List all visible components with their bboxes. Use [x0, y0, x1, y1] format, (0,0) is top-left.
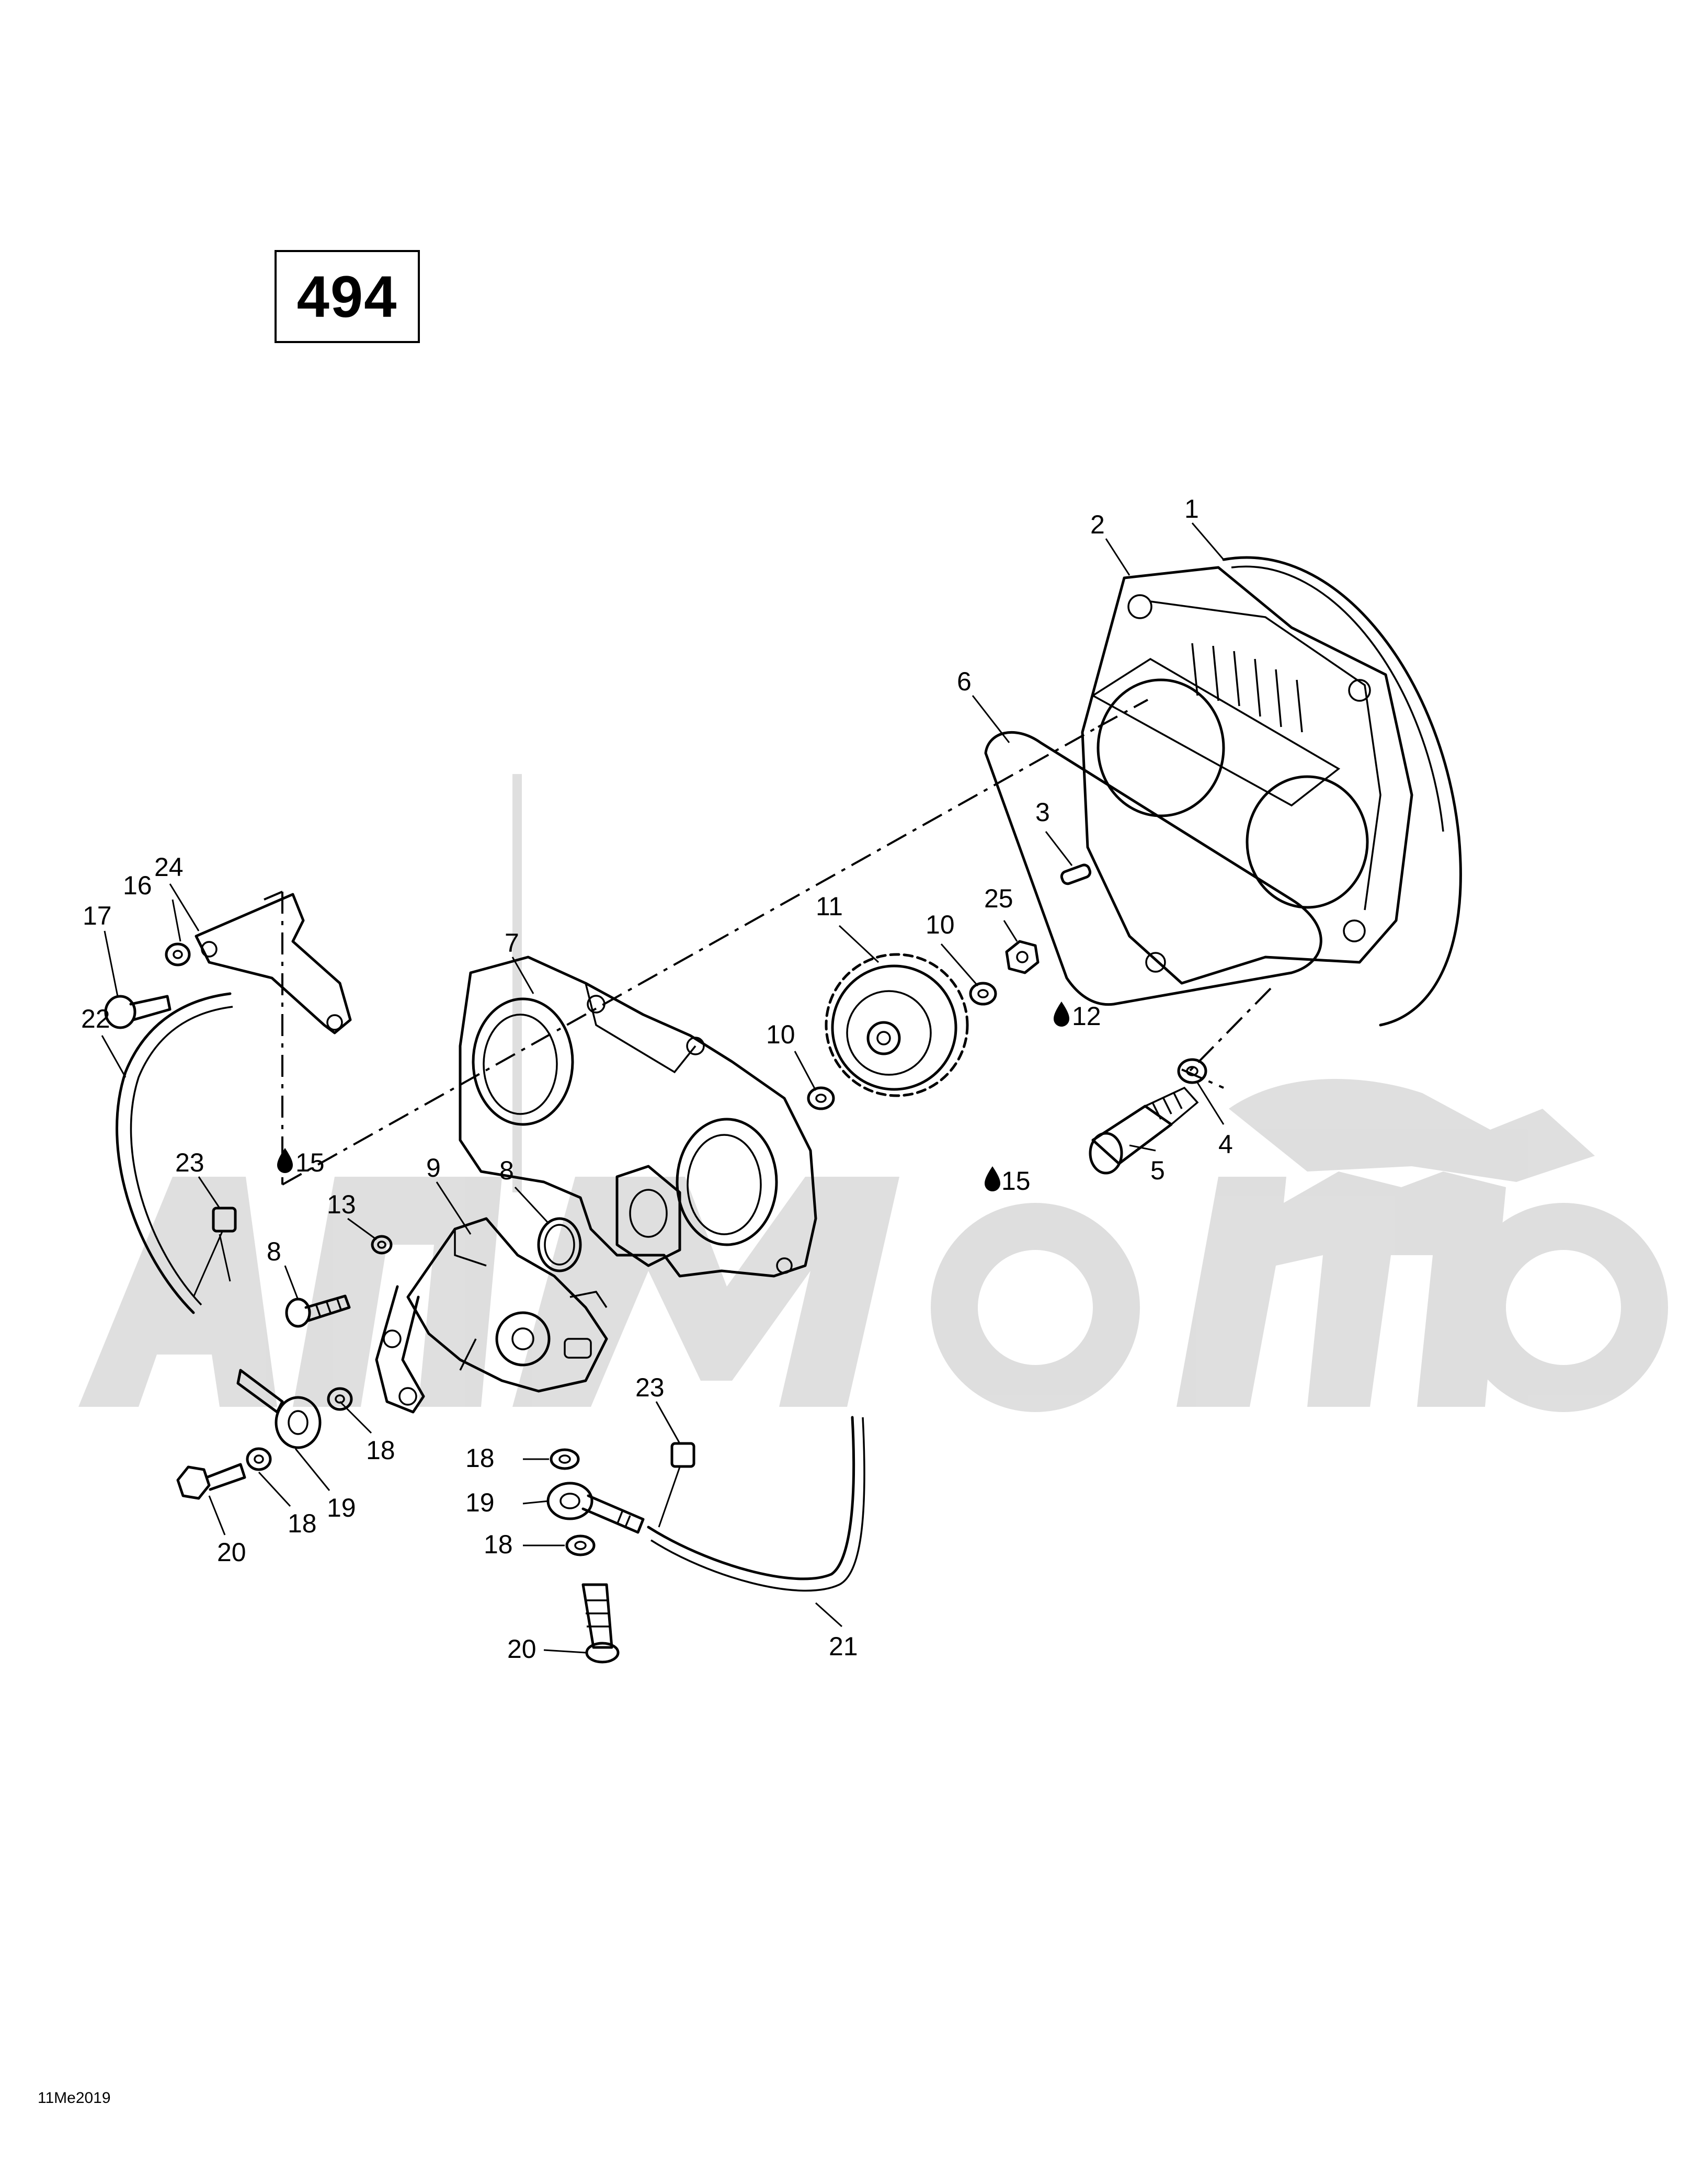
part-24-bracket — [195, 893, 352, 1034]
callout-15: 15 — [1001, 1166, 1031, 1196]
part-17-screw — [104, 995, 172, 1029]
part-7-manifold — [459, 956, 817, 1278]
callout-19: 19 — [327, 1493, 356, 1522]
part-18-washers-left — [246, 1387, 353, 1471]
callout-10: 10 — [766, 1020, 795, 1049]
part-13-washer — [371, 1235, 393, 1255]
part-25-nut — [1005, 940, 1040, 974]
callout-17: 17 — [83, 901, 112, 930]
callout-8: 8 — [267, 1237, 281, 1266]
part-11-gear — [825, 953, 969, 1097]
part-1-cover — [1222, 556, 1462, 1027]
oil-drop-icon — [277, 1148, 293, 1173]
callout-6: 6 — [957, 667, 972, 696]
part-2-housing — [1081, 566, 1413, 985]
oil-drop-icon — [985, 1166, 1000, 1191]
callout-18: 18 — [484, 1530, 513, 1559]
document-code: 11Me2019 — [38, 2089, 111, 2107]
callouts: 1 2 6 3 25 10 11 10 12 4 5 15 7 8 9 15 1… — [81, 494, 1233, 1664]
callout-9: 9 — [426, 1153, 441, 1182]
part-20-bolt-left — [176, 1463, 246, 1500]
part-20-bolt-right — [581, 1583, 620, 1664]
callout-19: 19 — [465, 1488, 495, 1517]
callout-20: 20 — [217, 1538, 246, 1567]
part-16-washer — [165, 942, 191, 966]
callout-15: 15 — [295, 1148, 325, 1177]
oil-drop-icon — [1054, 1002, 1069, 1027]
part-23-clamps — [212, 1207, 695, 1468]
watermark — [78, 774, 1668, 1412]
part-19-banjo-right — [546, 1482, 645, 1534]
leader-lines — [101, 522, 1225, 1654]
alignment-lines — [264, 699, 1272, 1186]
callout-8: 8 — [499, 1156, 514, 1185]
part-18-washers-right — [550, 1448, 596, 1556]
callout-10: 10 — [926, 910, 955, 939]
callout-23: 23 — [635, 1373, 665, 1402]
part-22-hose — [116, 992, 233, 1314]
callout-5: 5 — [1150, 1156, 1165, 1185]
callout-21: 21 — [829, 1632, 858, 1661]
engine-model-box: 494 — [275, 250, 420, 343]
part-10-washers — [807, 982, 997, 1110]
callout-13: 13 — [327, 1190, 356, 1219]
callout-11: 11 — [816, 892, 843, 921]
callout-18: 18 — [465, 1443, 495, 1473]
part-19-banjo-left — [236, 1369, 322, 1449]
callout-7: 7 — [505, 928, 519, 958]
callout-16: 16 — [123, 871, 152, 900]
callout-1: 1 — [1184, 494, 1199, 524]
part-21-hose — [647, 1416, 865, 1592]
callout-4: 4 — [1218, 1130, 1233, 1159]
engine-model-label: 494 — [296, 264, 398, 329]
callout-24: 24 — [154, 852, 184, 882]
callout-3: 3 — [1035, 798, 1050, 827]
callout-18: 18 — [366, 1436, 395, 1465]
part-3-pin — [1060, 863, 1092, 885]
part-6-seal — [984, 731, 1322, 1006]
callout-20: 20 — [507, 1634, 536, 1664]
callout-25: 25 — [984, 884, 1013, 913]
part-4-washer — [1177, 1058, 1207, 1084]
callout-2: 2 — [1090, 510, 1105, 539]
callout-18: 18 — [288, 1509, 317, 1538]
callout-22: 22 — [81, 1004, 110, 1033]
part-9-oil-pump — [375, 1217, 608, 1414]
part-8-oring — [537, 1217, 582, 1272]
callout-12: 12 — [1072, 1002, 1101, 1031]
callout-23: 23 — [175, 1148, 204, 1177]
part-5-bolt — [1089, 1086, 1199, 1175]
